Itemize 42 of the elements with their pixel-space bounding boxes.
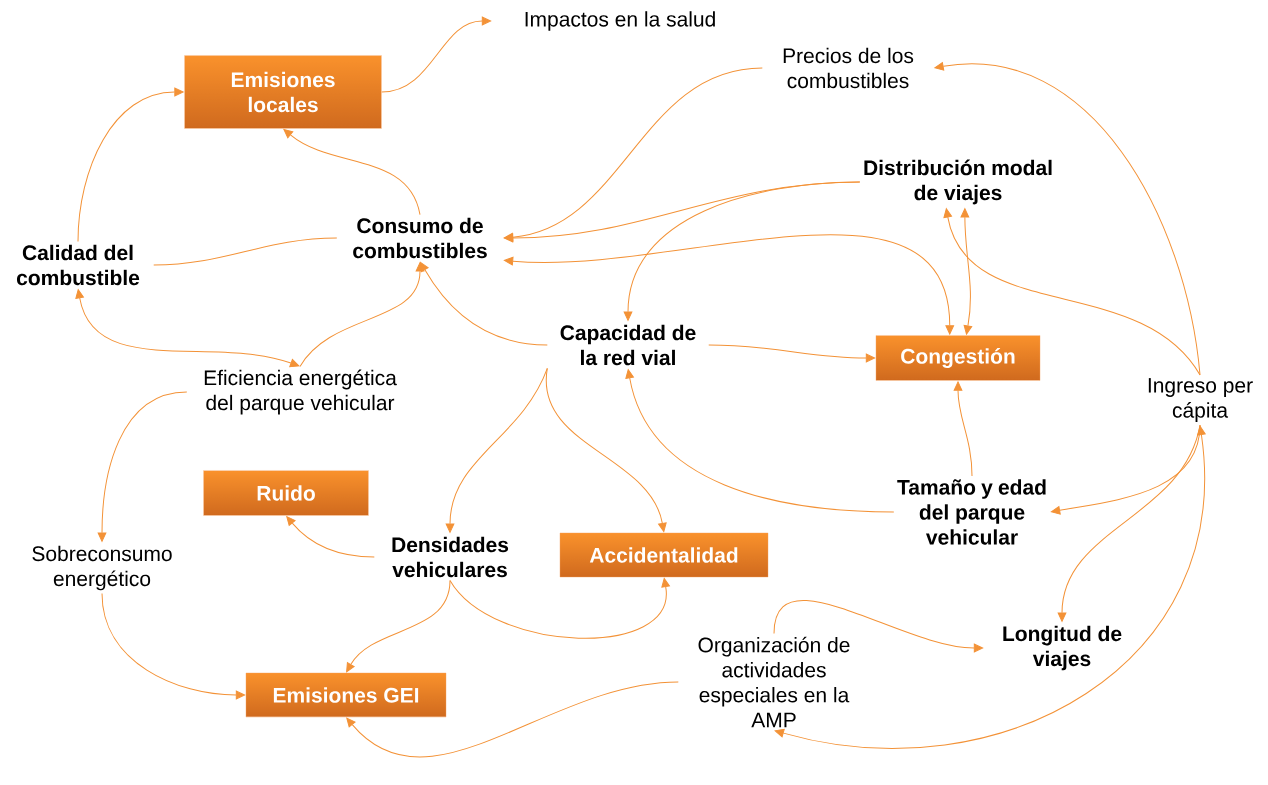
effect-box: Emisiones locales [184, 55, 382, 129]
arrow [625, 369, 895, 513]
arrow [503, 234, 955, 335]
arrow [299, 262, 425, 367]
factor-label: Tamaño y edad del parque vehicular [897, 479, 1046, 545]
arrow [545, 367, 667, 533]
arrow [449, 577, 670, 639]
arrow [77, 87, 184, 243]
effect-box: Accidentalidad [559, 532, 769, 578]
arrow [283, 129, 421, 216]
arrow [943, 208, 1201, 376]
factor-label: Calidad del combustible [17, 244, 140, 286]
arrow [623, 181, 861, 321]
factor-label: Ingreso per cápita [1148, 378, 1253, 422]
arrow [75, 289, 300, 368]
factor-label: Sobreconsumo energético [32, 545, 172, 591]
factor-label: Distribución modal de viajes [864, 159, 1052, 205]
effect-box: Ruido [203, 470, 369, 516]
factor-label: Consumo de combustibles [353, 217, 487, 259]
factor-label: Eficiencia energética del parque vehicular [204, 369, 397, 415]
arrow [346, 579, 451, 673]
effect-box: Congestión [875, 335, 1041, 381]
arrow [953, 381, 973, 477]
arrow [420, 261, 548, 346]
factor-label: Longitud de viajes [1003, 625, 1122, 671]
factor-label: Capacidad de la red vial [560, 324, 696, 366]
arrow [346, 681, 679, 758]
arrow [774, 425, 1206, 749]
arrow [773, 600, 984, 653]
arrow [960, 208, 973, 335]
arrow [934, 62, 1201, 376]
arrow [101, 593, 246, 700]
arrow [381, 16, 492, 93]
arrow [708, 344, 876, 363]
factor-label: Organización de actividades especiales en la AMP [698, 636, 850, 728]
arrow [286, 516, 375, 558]
effect-box: Emisiones GEI [245, 672, 447, 718]
factor-label: Precios de los combustibles [783, 47, 914, 89]
arrow [1057, 424, 1201, 622]
factor-label: Impactos en la salud [525, 11, 715, 31]
arrow [97, 391, 188, 542]
factor-label: Densidades vehiculares [392, 536, 509, 578]
